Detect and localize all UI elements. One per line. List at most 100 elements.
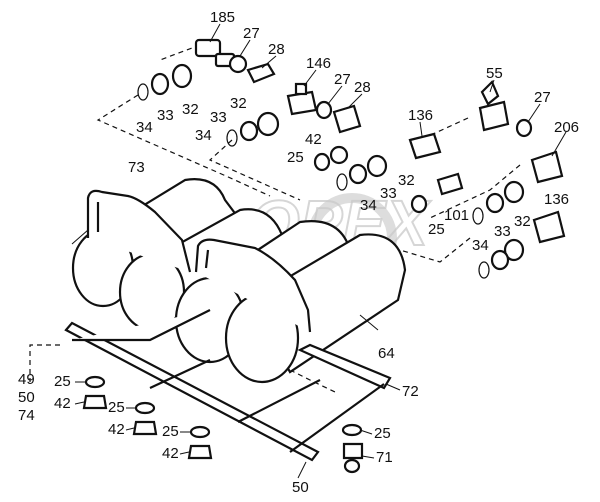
callout-74: 74	[18, 407, 35, 424]
seal-25-a	[313, 152, 331, 172]
fittings-upper-left	[137, 38, 276, 101]
fittings-right	[408, 80, 566, 279]
callout-28-a: 28	[268, 41, 285, 58]
callout-55: 55	[486, 65, 503, 82]
drain-valve-71-head	[343, 458, 361, 474]
oring-34-c	[336, 173, 348, 191]
callout-42-b: 42	[54, 395, 71, 412]
tee-fitting-185	[194, 38, 222, 58]
oring-34-d	[472, 207, 484, 225]
frame-rail-right	[297, 343, 392, 390]
seal-25-c	[84, 375, 106, 389]
plug-42-b	[132, 420, 158, 436]
plug-42-a	[82, 394, 108, 410]
strap-front	[194, 238, 312, 333]
callout-50-a: 50	[18, 389, 35, 406]
strap-rear	[86, 189, 192, 273]
frame-crossbar-a	[72, 309, 211, 342]
union-28-b	[332, 104, 362, 134]
callout-33-b: 33	[210, 109, 227, 126]
frame-crossbar-b	[149, 359, 211, 389]
callout-27-c: 27	[534, 89, 551, 106]
nut-32-e	[503, 238, 525, 262]
washer-27-a	[228, 54, 248, 74]
tee-fitting-136-a	[408, 132, 442, 160]
ring-33-a	[150, 72, 170, 96]
leader-lines	[71, 23, 567, 479]
ring-33-e	[490, 249, 510, 271]
nut-32-c	[366, 154, 388, 178]
tee-fitting-146	[286, 90, 318, 116]
callout-42-a: 42	[305, 131, 322, 148]
tee-fitting-136-b	[532, 210, 566, 244]
drain-parts	[82, 375, 364, 474]
seal-25-e	[189, 425, 211, 439]
oring-34-e	[478, 261, 490, 279]
callout-34-b: 34	[195, 127, 212, 144]
drain-valve-71	[342, 442, 364, 460]
washer-42	[329, 145, 349, 165]
callout-71: 71	[376, 449, 393, 466]
frame-crossbar-d	[289, 383, 385, 453]
assembly-dashed-lines	[29, 44, 521, 393]
elbow-fitting-55-handle	[480, 80, 500, 106]
callout-136-b: 136	[544, 191, 569, 208]
seal-25-d	[134, 401, 156, 415]
callout-64: 64	[378, 345, 395, 362]
callout-27-a: 27	[243, 25, 260, 42]
seal-25-f	[341, 423, 363, 437]
nut-32-b	[256, 111, 280, 137]
callout-32-a: 32	[182, 101, 199, 118]
callout-25-f: 25	[374, 425, 391, 442]
nut-32-d	[503, 180, 525, 204]
frame-rail-front	[64, 321, 320, 462]
callout-42-d: 42	[162, 445, 179, 462]
callout-50-b: 50	[292, 479, 309, 496]
callout-185: 185	[210, 9, 235, 26]
callout-32-d: 32	[514, 213, 531, 230]
callout-27-b: 27	[334, 71, 351, 88]
callout-206: 206	[554, 119, 579, 136]
ring-33-c	[348, 163, 368, 185]
callout-49: 49	[18, 371, 35, 388]
callout-labels: 185 27 28 146 27 28 55 27 206 136 34 33 …	[18, 9, 579, 496]
callout-25-a: 25	[287, 149, 304, 166]
callout-28-b: 28	[354, 79, 371, 96]
washer-27-c	[515, 118, 533, 138]
callout-33-c: 33	[380, 185, 397, 202]
elbow-fitting-55	[478, 100, 510, 132]
callout-34-d: 34	[472, 237, 489, 254]
oring-34-a	[137, 83, 149, 101]
callout-33-a: 33	[157, 107, 174, 124]
strap-front-inner	[204, 249, 210, 269]
plug-42-c	[187, 444, 213, 460]
ring-33-d	[485, 192, 505, 214]
tee-fitting-206	[530, 150, 564, 184]
callout-25-b: 25	[428, 221, 445, 238]
callout-34-a: 34	[136, 119, 153, 136]
fittings-center	[226, 82, 388, 191]
callout-32-b: 32	[230, 95, 247, 112]
callout-25-c: 25	[54, 373, 71, 390]
callout-73: 73	[128, 159, 145, 176]
callout-25-e: 25	[162, 423, 179, 440]
mounting-frame	[64, 309, 392, 462]
callout-32-c: 32	[398, 172, 415, 189]
union-28-a	[246, 62, 276, 84]
callout-146: 146	[306, 55, 331, 72]
callout-101: 101	[444, 207, 469, 224]
oring-34-b	[226, 129, 238, 147]
callout-34-c: 34	[360, 197, 377, 214]
frame-crossbar-c	[237, 379, 321, 423]
callout-136-a: 136	[408, 107, 433, 124]
callout-25-d: 25	[108, 399, 125, 416]
callout-72: 72	[402, 383, 419, 400]
ring-33-b	[239, 120, 259, 142]
union-101	[436, 172, 464, 196]
nut-32-a	[171, 63, 193, 89]
callout-33-d: 33	[494, 223, 511, 240]
washer-27-b	[315, 100, 333, 120]
retaining-straps	[86, 189, 312, 333]
